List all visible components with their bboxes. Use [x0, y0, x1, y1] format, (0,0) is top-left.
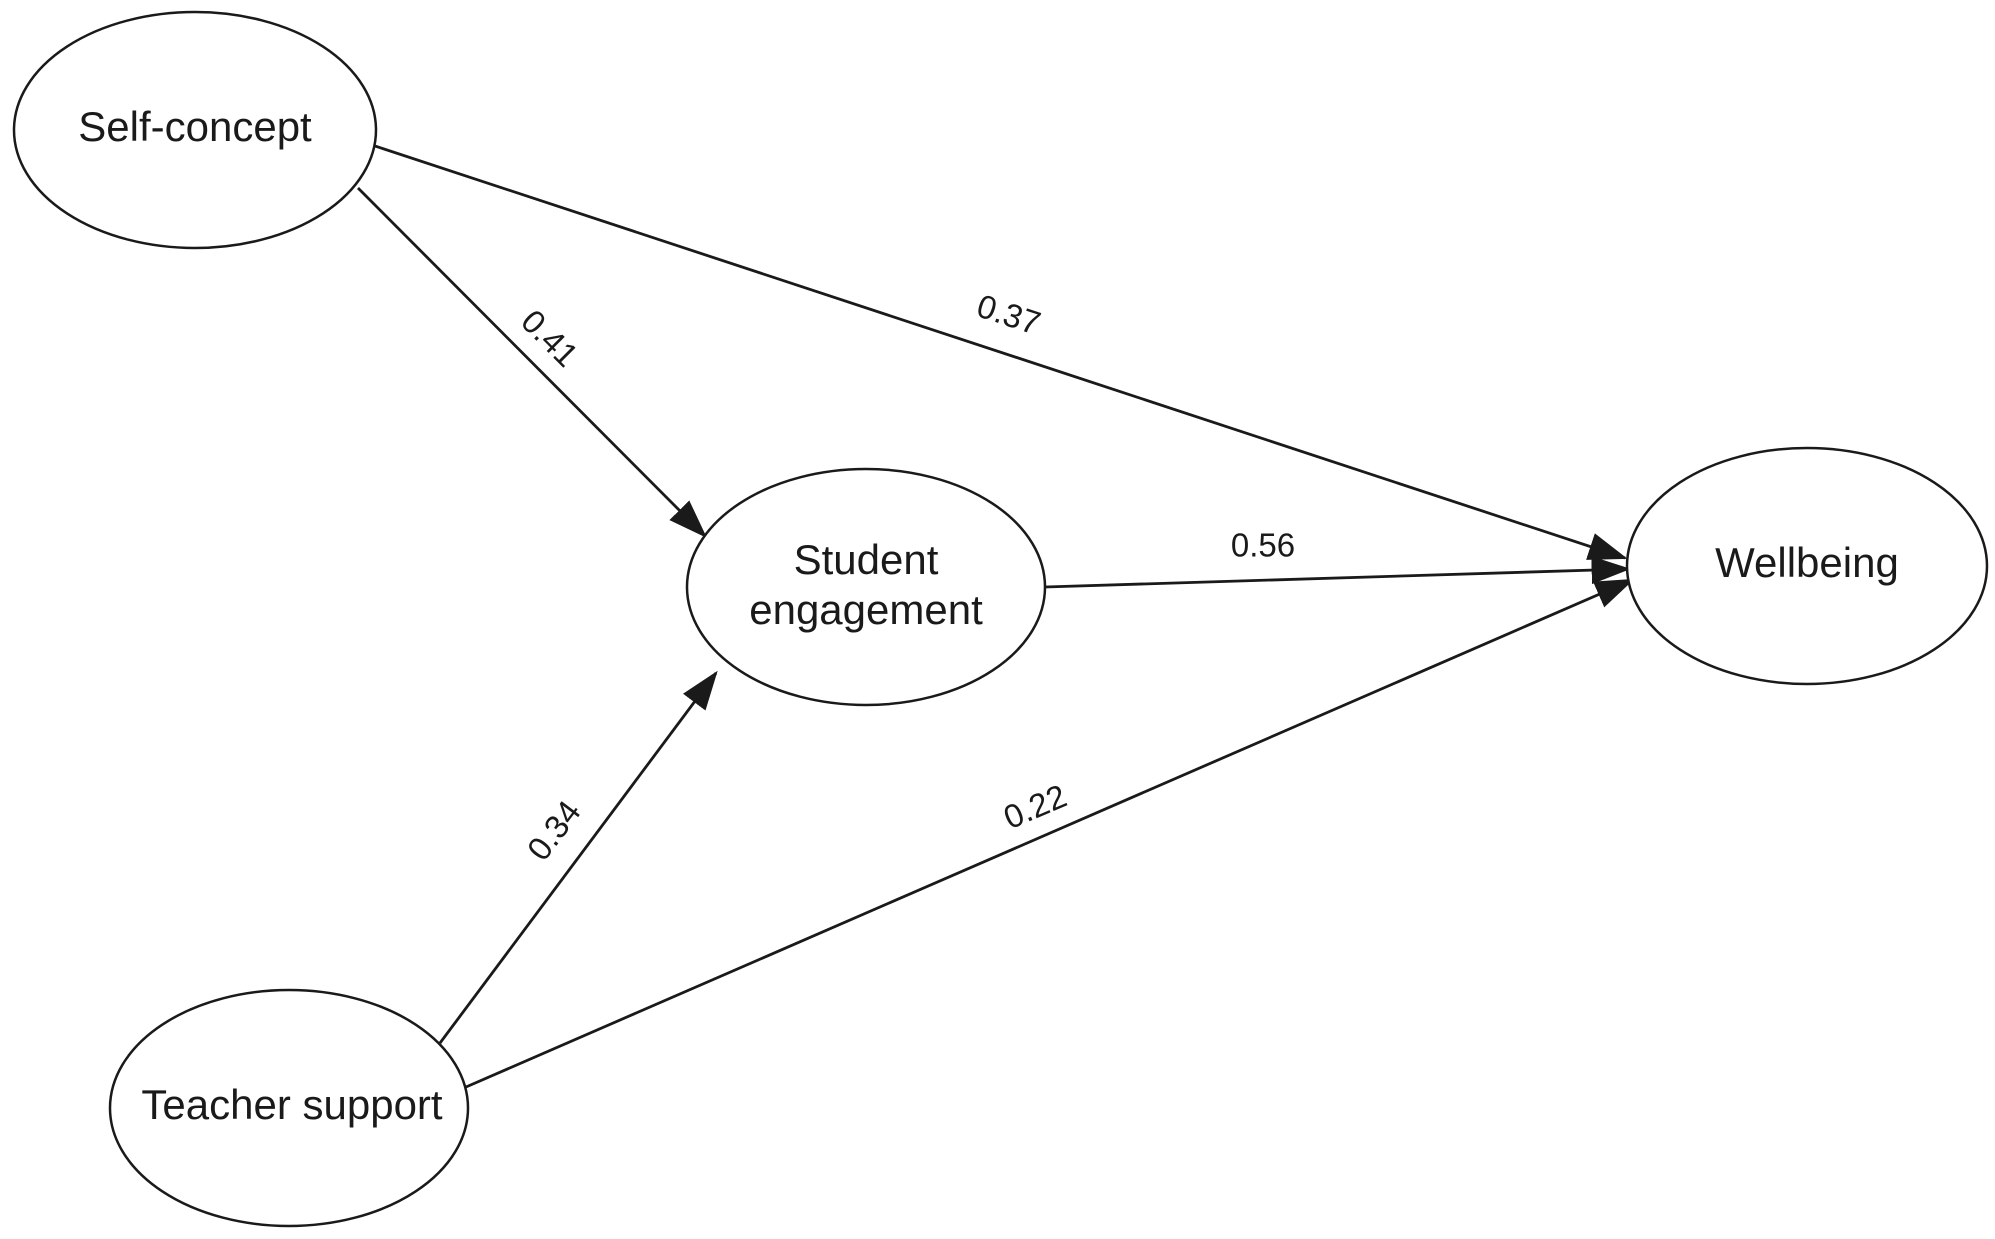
edge-teacher-support-to-wellbeing [465, 578, 1635, 1089]
nodes: Self-concept Student engagement Wellbein… [12, 10, 1989, 1228]
node-student-engagement-label-line-1: Student [794, 536, 939, 583]
node-wellbeing-label: Wellbeing [1715, 539, 1899, 586]
node-wellbeing-shape [1625, 446, 1989, 686]
edge-label-teacher-support-to-student-engagement: 0.34 [520, 794, 588, 868]
node-teacher-support: Teacher support [108, 988, 470, 1228]
edge-self-concept-to-student-engagement [357, 187, 707, 538]
node-student-engagement: Student engagement [685, 467, 1047, 707]
node-student-engagement-shape [685, 467, 1047, 707]
edge-student-engagement-to-wellbeing [1044, 556, 1631, 589]
edge-label-student-engagement-to-wellbeing: 0.56 [1231, 527, 1295, 564]
node-teacher-support-shape [108, 988, 470, 1228]
node-wellbeing: Wellbeing [1625, 446, 1989, 686]
edge-teacher-support-to-student-engagement [438, 670, 718, 1044]
edges [357, 144, 1635, 1089]
node-teacher-support-label: Teacher support [141, 1081, 443, 1128]
node-self-concept: Self-concept [12, 10, 378, 250]
edge-label-self-concept-to-wellbeing: 0.37 [973, 287, 1046, 342]
node-self-concept-shape [12, 10, 378, 250]
node-self-concept-label: Self-concept [78, 103, 312, 150]
edge-self-concept-to-wellbeing [374, 144, 1628, 560]
node-student-engagement-label-line-2: engagement [749, 586, 983, 633]
edge-label-self-concept-to-student-engagement: 0.41 [514, 302, 586, 374]
